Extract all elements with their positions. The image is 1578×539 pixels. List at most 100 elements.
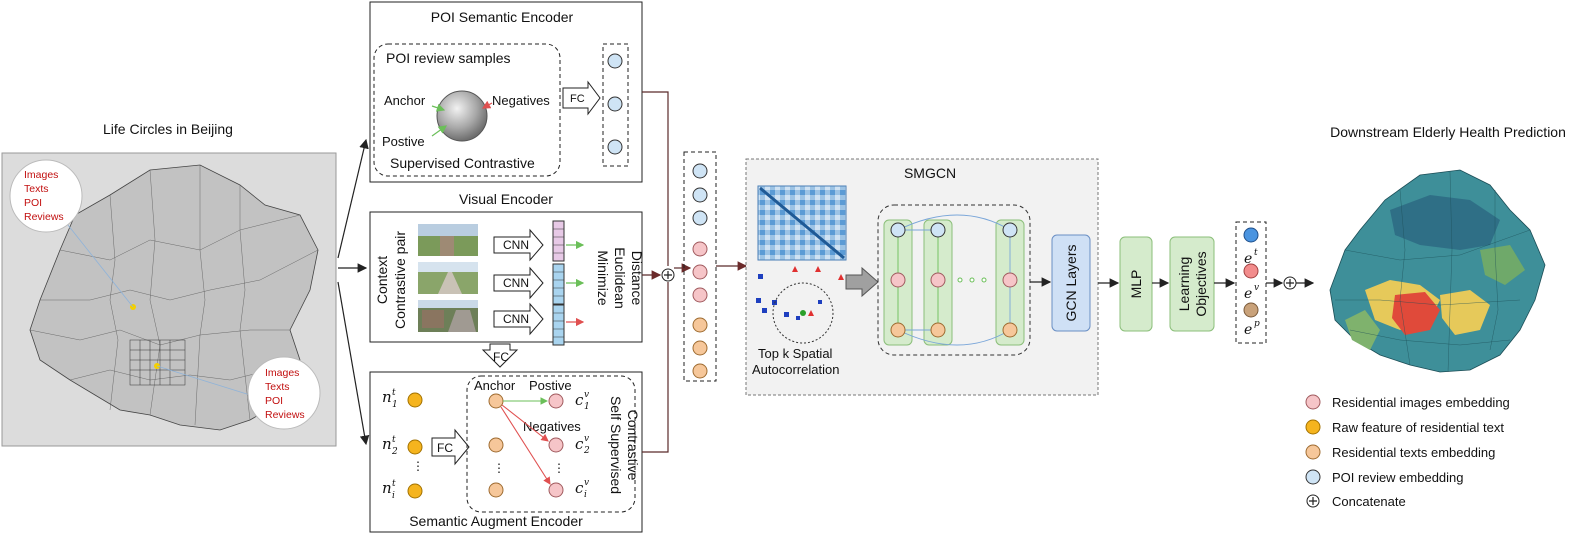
street-image-1 [418, 224, 478, 256]
street-image-3 [418, 300, 478, 332]
svg-text:t: t [392, 479, 396, 489]
svg-text:i: i [392, 491, 395, 501]
legend-item-poi: POI review embedding [1305, 469, 1464, 485]
bubble-label-texts: Texts [24, 183, 49, 195]
poi-positive-label: Postive [382, 134, 425, 149]
output-node-t [1243, 227, 1259, 243]
sem-negative-node [548, 482, 564, 498]
raw-node-i: n t i [382, 479, 423, 501]
spatial-points [756, 266, 844, 344]
output-node-v [1243, 263, 1259, 279]
poi-embedding-node [607, 139, 623, 155]
svg-text:Raw feature of residential tex: Raw feature of residential text [1332, 420, 1504, 435]
bubble-label-reviews-2: Reviews [265, 409, 305, 421]
gcn-layers-label: GCN Layers [1063, 244, 1079, 321]
bubble-label-images: Images [24, 169, 58, 181]
beijing-map-shape [29, 164, 319, 431]
spatial-label-1: Top k Spatial [758, 346, 833, 361]
graph-node-text [930, 322, 946, 338]
arrow-map-to-poi [337, 138, 369, 259]
svg-text:n: n [382, 479, 392, 497]
sem-anchor-label: Anchor [474, 378, 516, 393]
graph-node-text [890, 322, 906, 338]
svg-text:t: t [1254, 248, 1258, 258]
svg-text:Residential images embedding: Residential images embedding [1332, 395, 1510, 410]
svg-text:i: i [584, 490, 587, 500]
output-embedding-column [1235, 221, 1267, 344]
semantic-fc-arrow: FC [431, 428, 470, 466]
svg-text:c: c [575, 391, 584, 409]
map-connector-2 [156, 365, 251, 396]
svg-text:t: t [392, 388, 396, 398]
self-supervised-label-1: Self Supervised [608, 396, 624, 494]
sem-negative-node [548, 437, 564, 453]
graph-vertical-edges [897, 237, 939, 323]
smgcn-title: SMGCN [904, 165, 956, 181]
output-label-p: e p [1244, 319, 1260, 338]
raw-node-2: n t 2 [382, 435, 423, 457]
svg-text:p: p [1254, 319, 1260, 329]
left-panel-title: Life Circles in Beijing [103, 121, 233, 137]
poi-negative-arrow [481, 100, 493, 109]
semantic-encoder-title: Semantic Augment Encoder [409, 513, 583, 529]
poi-encoder-box [369, 1, 643, 183]
output-label-t: e t [1244, 248, 1258, 267]
objective-label-2: Euclidean [612, 247, 628, 309]
image-node-label-1: c v 1 [575, 390, 590, 412]
sem-positive-node [548, 393, 564, 409]
prediction-map [1329, 169, 1546, 373]
svg-text:Residential texts embedding: Residential texts embedding [1332, 445, 1495, 460]
raw-node-1: n t 1 [382, 388, 423, 410]
svg-text:c: c [575, 435, 584, 453]
column-poi-node [692, 187, 708, 203]
poi-output-line [642, 91, 669, 266]
sem-text-ellipsis: ⋮ [493, 461, 505, 475]
mlp-block [1119, 236, 1153, 332]
semantic-fc-label: FC [437, 441, 453, 455]
poi-positive-arrow [431, 125, 447, 137]
poi-fc-label: FC [570, 93, 585, 105]
poi-fc-arrow [562, 80, 601, 116]
poi-contrastive-label: Supervised Contrastive [390, 155, 535, 171]
gcn-layers-block [1051, 234, 1091, 332]
column-image-node [692, 241, 708, 257]
legend: Residential images embedding Raw feature… [1305, 394, 1510, 509]
feature-vector-1 [552, 220, 565, 262]
fc-down-label: FC [493, 350, 509, 364]
raw-node-ellipsis: ⋮ [412, 459, 424, 473]
bubble-label-images-2: Images [265, 367, 299, 379]
column-poi-node [692, 163, 708, 179]
legend-item-raw-text: Raw feature of residential text [1305, 419, 1504, 435]
bubble-label-poi-2: POI [265, 395, 283, 407]
svg-text:1: 1 [392, 400, 398, 410]
poi-embedding-node [607, 53, 623, 69]
poi-samples-label: POI review samples [386, 50, 510, 66]
column-text-node [692, 340, 708, 356]
sem-anchor-node [488, 393, 504, 409]
embedding-sphere [436, 90, 488, 142]
graph-node-text [1002, 322, 1018, 338]
cnn-label-2: CNN [503, 276, 529, 290]
spatial-label-2: Autocorrelation [752, 362, 839, 377]
feature-vector-3 [552, 304, 565, 346]
concat-symbol-1 [661, 268, 675, 282]
map-central-grid [129, 339, 186, 386]
map-connector-1 [59, 214, 134, 308]
svg-text:t: t [392, 435, 396, 445]
svg-text:Concatenate: Concatenate [1332, 494, 1406, 509]
right-panel-title: Downstream Elderly Health Prediction [1330, 124, 1566, 140]
sem-text-node [488, 482, 504, 498]
learning-objectives-block [1169, 236, 1215, 332]
poi-embedding-column [602, 43, 629, 167]
legend-item-text-embedding: Residential texts embedding [1305, 444, 1495, 460]
cnn-block-3: CNN [493, 302, 544, 336]
svg-text:n: n [382, 388, 392, 406]
image-node-label-2: c v 2 [575, 434, 590, 456]
heatmap-diagonal [759, 186, 845, 260]
cnn-block-1: CNN [493, 228, 544, 262]
sem-negatives-label: Negatives [523, 419, 581, 434]
cnn-label-1: CNN [503, 238, 529, 252]
self-supervised-box [466, 375, 636, 513]
legend-item-images: Residential images embedding [1305, 394, 1510, 410]
